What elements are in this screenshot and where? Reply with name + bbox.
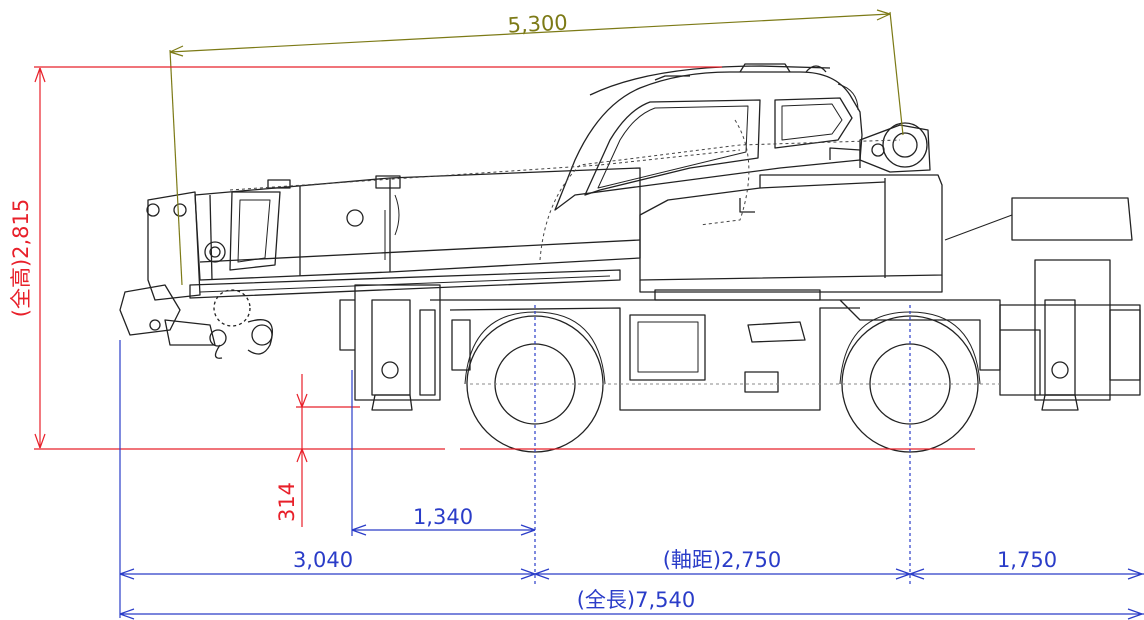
hidden-lines bbox=[229, 119, 1000, 385]
rear-outrigger bbox=[944, 197, 1141, 411]
boom-head-and-hook bbox=[119, 191, 274, 359]
boom-reach-dimension bbox=[169, 9, 904, 286]
overall-length-label: (全長)7,540 bbox=[577, 588, 696, 612]
carrier-frame bbox=[430, 299, 1141, 411]
crane-vehicle-illustration bbox=[119, 63, 1141, 453]
rear-overhang-label: 1,750 bbox=[997, 548, 1057, 572]
front-outrigger bbox=[339, 284, 441, 411]
overall-height-label: (全高)2,815 bbox=[9, 199, 33, 318]
winch-drum bbox=[829, 122, 931, 173]
horizontal-dimensions bbox=[119, 305, 1144, 620]
ground-clearance-label: 314 bbox=[275, 482, 299, 522]
front-overhang-label: 3,040 bbox=[293, 548, 353, 572]
turret-housing bbox=[639, 174, 943, 301]
wheelbase-label: (軸距)2,750 bbox=[663, 548, 782, 572]
boom-reach-label: 5,300 bbox=[507, 10, 568, 37]
operator-cab bbox=[554, 63, 863, 211]
outrigger-to-axle-label: 1,340 bbox=[413, 505, 473, 529]
ground-clearance-dimension bbox=[296, 374, 360, 527]
overall-height-dimension bbox=[34, 66, 975, 450]
telescopic-boom bbox=[189, 167, 641, 299]
